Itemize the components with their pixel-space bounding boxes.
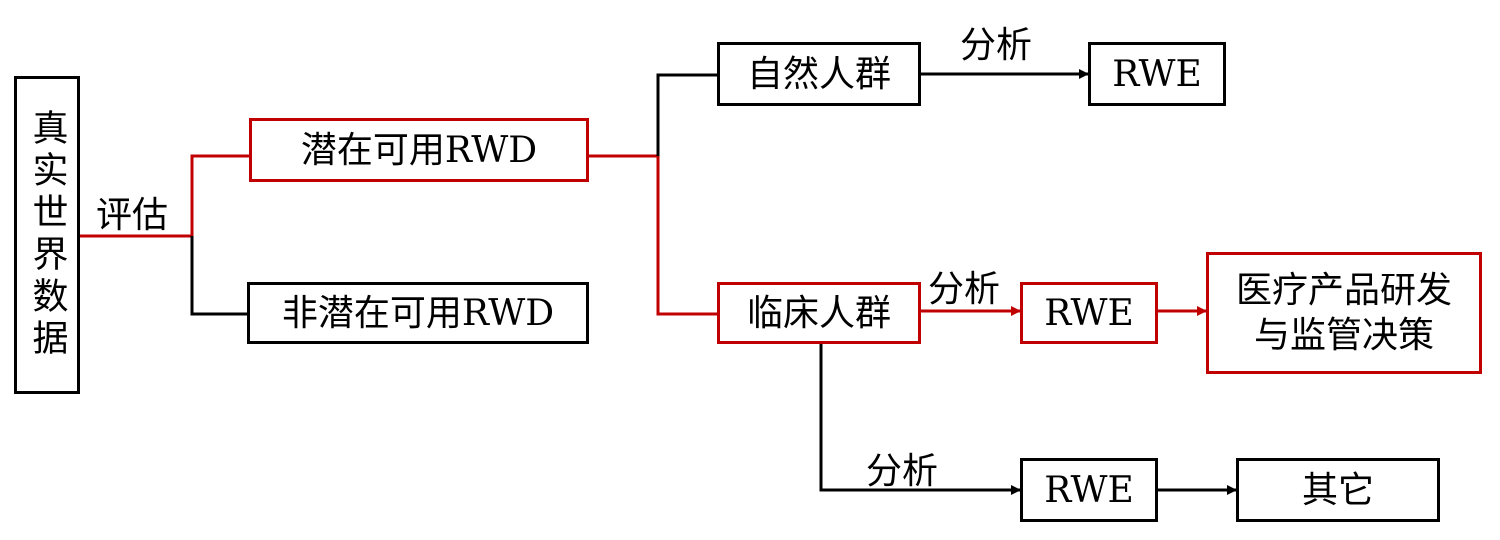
node-rwe-other: RWE xyxy=(1020,458,1158,522)
node-non-potential-rwd: 非潜在可用RWD xyxy=(247,282,589,344)
decision-line-1: 医疗产品研发 xyxy=(1235,270,1452,311)
node-real-world-data: 真实世界数据 xyxy=(14,76,80,394)
edge-label-evaluate: 评估 xyxy=(96,195,169,236)
edge-label-analyze-natural: 分析 xyxy=(960,25,1033,66)
node-rwe-clinical: RWE xyxy=(1020,282,1158,344)
node-potential-rwd: 潜在可用RWD xyxy=(249,118,589,182)
node-decision: 医疗产品研发 与监管决策 xyxy=(1206,252,1482,374)
edge-root-to-split xyxy=(80,154,250,238)
node-clinical-population: 临床人群 xyxy=(717,282,921,344)
node-other: 其它 xyxy=(1236,458,1440,522)
edge-split2-to-natural xyxy=(656,73,720,156)
edge-split2-to-clinical xyxy=(656,156,720,316)
node-rwe-natural: RWE xyxy=(1088,42,1226,106)
edge-label-analyze-clinical: 分析 xyxy=(928,269,1001,310)
decision-line-2: 与监管决策 xyxy=(1253,315,1434,356)
edge-clinical-to-rwe-other xyxy=(819,343,1021,495)
edge-label-analyze-other: 分析 xyxy=(866,451,939,492)
node-natural-population: 自然人群 xyxy=(717,42,921,106)
edge-split-to-non-potential xyxy=(190,236,250,316)
